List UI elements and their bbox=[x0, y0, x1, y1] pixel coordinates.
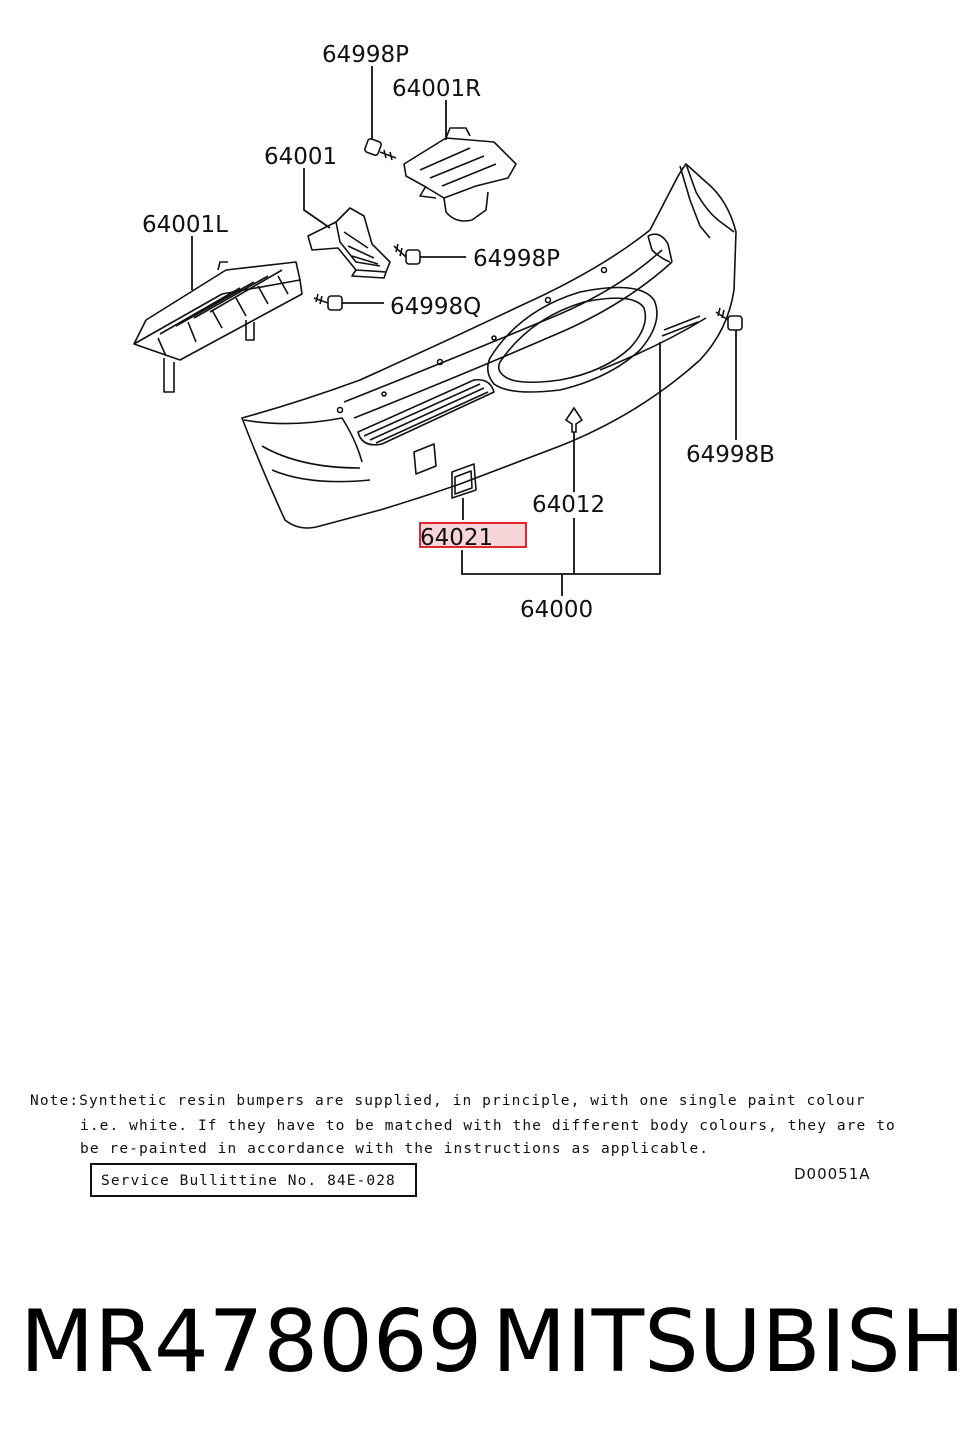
brand-name: MITSUBISHI bbox=[492, 1292, 960, 1392]
callout-64001L[interactable]: 64001L bbox=[142, 212, 228, 238]
service-bulletin-box bbox=[90, 1163, 417, 1197]
service-bulletin-text: Service Bullittine No. 84E-028 bbox=[101, 1173, 396, 1189]
callout-labels: 64998P 64001R 64001 64001L 64998P 64998Q… bbox=[142, 42, 775, 623]
note-line-3: be re-painted in accordance with the ins… bbox=[80, 1141, 709, 1157]
callout-64998B[interactable]: 64998B bbox=[686, 442, 775, 468]
diagram-id: D00051A bbox=[794, 1165, 871, 1183]
callout-64012[interactable]: 64012 bbox=[532, 492, 605, 518]
bracket-64001R-drawing bbox=[403, 127, 517, 222]
bracket-64001-drawing bbox=[307, 207, 391, 279]
callout-64021[interactable]: 64021 bbox=[420, 525, 493, 551]
note-block: Note:Synthetic resin bumpers are supplie… bbox=[30, 1093, 896, 1157]
highlight-box-64021 bbox=[419, 522, 527, 548]
part-number: MR478069 bbox=[20, 1292, 483, 1392]
callout-64998P-mid[interactable]: 64998P bbox=[473, 246, 560, 272]
fastener-drawings bbox=[313, 138, 743, 433]
note-line-2: i.e. white. If they have to be matched w… bbox=[80, 1118, 896, 1134]
callout-64998P-top[interactable]: 64998P bbox=[322, 42, 409, 68]
callout-64001R[interactable]: 64001R bbox=[392, 76, 481, 102]
callout-64000[interactable]: 64000 bbox=[520, 597, 593, 623]
callout-64001[interactable]: 64001 bbox=[264, 144, 337, 170]
bracket-64001L-drawing bbox=[133, 261, 303, 393]
callout-64998Q[interactable]: 64998Q bbox=[390, 294, 481, 320]
rear-bumper-drawing bbox=[241, 163, 737, 529]
leader-lines bbox=[191, 66, 737, 596]
note-line-1: Note:Synthetic resin bumpers are supplie… bbox=[30, 1093, 866, 1109]
